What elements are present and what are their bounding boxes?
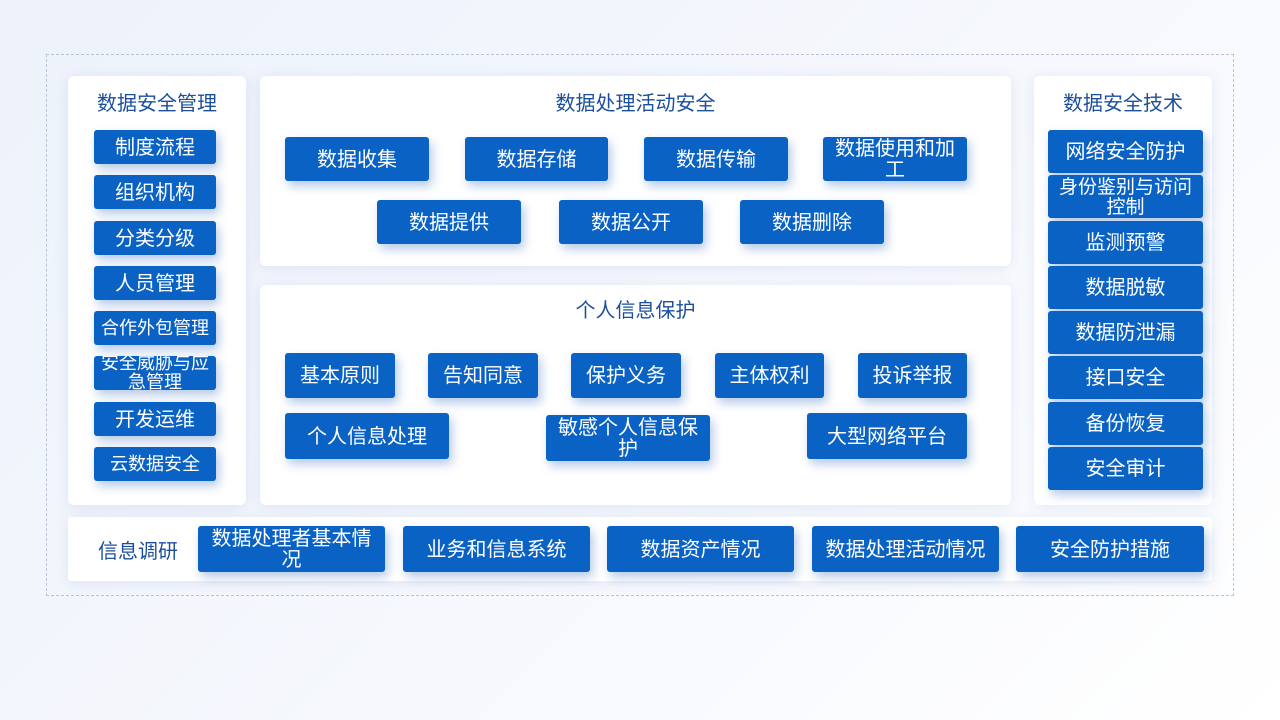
info-survey-label: 信息调研 xyxy=(98,539,178,563)
panel-title: 个人信息保护 xyxy=(575,298,696,322)
tag-backup-recovery: 备份恢复 xyxy=(1048,402,1203,445)
tag-data-storage: 数据存储 xyxy=(465,137,608,181)
tag-data-masking: 数据脱敏 xyxy=(1048,266,1203,309)
diagram-frame xyxy=(46,54,1234,596)
tag-data-disclosure: 数据公开 xyxy=(559,200,703,244)
tag-monitoring-warning: 监测预警 xyxy=(1048,221,1203,264)
tag-personal-info-processing: 个人信息处理 xyxy=(285,413,449,459)
tag-interface-security: 接口安全 xyxy=(1048,356,1203,399)
tag-business-systems: 业务和信息系统 xyxy=(403,526,590,572)
panel-title: 数据安全技术 xyxy=(1063,91,1183,115)
tag-data-deletion: 数据删除 xyxy=(740,200,884,244)
tag-organization: 组织机构 xyxy=(94,175,216,209)
tag-processor-basics: 数据处理者基本情况 xyxy=(198,526,385,572)
tag-data-assets: 数据资产情况 xyxy=(607,526,794,572)
tag-basic-principles: 基本原则 xyxy=(285,353,395,398)
tag-data-transmission: 数据传输 xyxy=(644,137,788,181)
tag-outsourcing-management: 合作外包管理 xyxy=(94,311,216,345)
tag-dev-ops: 开发运维 xyxy=(94,402,216,436)
tag-network-protection: 网络安全防护 xyxy=(1048,130,1203,173)
tag-security-audit: 安全审计 xyxy=(1048,447,1203,490)
tag-complaint-report: 投诉举报 xyxy=(858,353,967,398)
tag-identity-access-control: 身份鉴别与访问控制 xyxy=(1048,175,1203,218)
tag-subject-rights: 主体权利 xyxy=(715,353,824,398)
tag-cloud-data-security: 云数据安全 xyxy=(94,447,216,481)
tag-sensitive-personal-info: 敏感个人信息保护 xyxy=(546,415,710,461)
tag-large-platform: 大型网络平台 xyxy=(807,413,967,459)
tag-notice-consent: 告知同意 xyxy=(428,353,538,398)
panel-title: 数据安全管理 xyxy=(97,91,217,115)
tag-protection-obligation: 保护义务 xyxy=(571,353,681,398)
tag-data-provision: 数据提供 xyxy=(377,200,521,244)
tag-system-process: 制度流程 xyxy=(94,130,216,164)
tag-protection-measures: 安全防护措施 xyxy=(1016,526,1204,572)
tag-data-use-processing: 数据使用和加工 xyxy=(823,137,967,181)
tag-processing-activities: 数据处理活动情况 xyxy=(812,526,999,572)
tag-data-collection: 数据收集 xyxy=(285,137,429,181)
tag-personnel-management: 人员管理 xyxy=(94,266,216,300)
tag-classification: 分类分级 xyxy=(94,221,216,255)
panel-title: 数据处理活动安全 xyxy=(555,91,716,115)
tag-threat-emergency: 安全威胁与应急管理 xyxy=(94,356,216,390)
tag-data-leak-prevention: 数据防泄漏 xyxy=(1048,311,1203,354)
